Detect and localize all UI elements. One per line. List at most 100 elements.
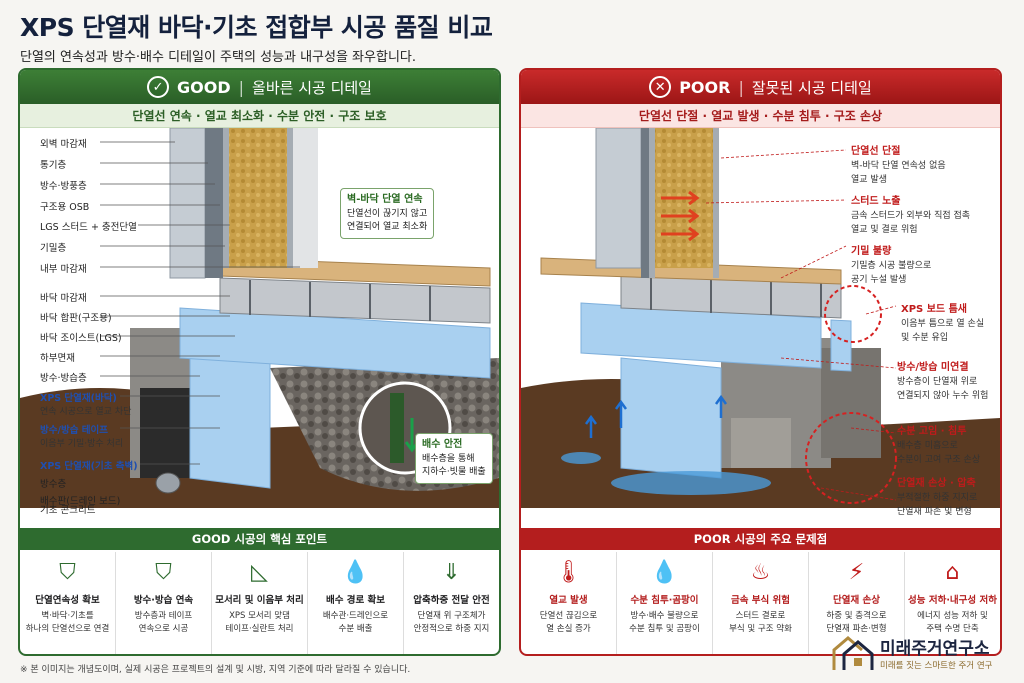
issue-desc: 배수층 미흡으로: [897, 441, 958, 451]
label-tape: 방수/방습 테이프: [40, 425, 108, 436]
good-panel: ✓ GOOD | 올바른 시공 디테일 단열선 연속 · 열교 최소화 · 수분…: [18, 68, 501, 656]
point-title: 압축하중 전달 안전: [413, 595, 490, 606]
stud-insulation: [223, 128, 293, 268]
issue-desc: 및 수분 유입: [901, 333, 949, 343]
issue-title: 단열재 손상 · 압축: [897, 478, 976, 489]
label-xps-side: XPS 단열재(기초 측벽): [40, 461, 138, 472]
issue-desc: 수분이 고여 구조 손상: [897, 455, 981, 465]
issue-desc: 부적절한 하중 지지로: [897, 493, 978, 503]
poor-section-title: POOR 시공의 주요 문제점: [521, 528, 1000, 550]
issue-title: 단열선 단절: [851, 146, 901, 157]
leader-lines: [705, 149, 897, 501]
label-vent-layer: 통기층: [40, 160, 67, 171]
label-weather-barrier: 방수·방풍층: [40, 181, 87, 192]
label-floor-finish: 바닥 마감재: [40, 293, 87, 304]
brand-name: 미래주거연구소: [880, 638, 990, 659]
shield-check-icon: ⛉: [155, 560, 172, 585]
good-cross-section: [20, 128, 499, 508]
brand-tagline: 미래를 짓는 스마트한 주거 연구: [880, 660, 993, 671]
callout-wall-line1: 단열선이 끊기지 않고: [347, 208, 428, 219]
poor-cross-section: [521, 128, 1000, 508]
good-header-title: 올바른 시공 디테일: [252, 78, 372, 97]
label-waterproof: 방수층: [40, 479, 67, 490]
water-puddle: [611, 471, 771, 495]
good-section-title: GOOD 시공의 핵심 포인트: [20, 528, 499, 550]
xps-side-wall: [620, 357, 722, 479]
callout-drain-line2: 지하수·빗물 배출: [422, 466, 486, 477]
label-osb: 구조용 OSB: [40, 202, 90, 213]
label-subfloor: 하부면재: [40, 353, 75, 364]
issue-title: 기밀 불량: [851, 246, 892, 257]
waterproof-membrane: [140, 388, 190, 478]
poor-badge: POOR: [679, 77, 731, 97]
issue-desc: 열교 발생: [851, 175, 887, 185]
page-title: XPS 단열재 바닥·기초 접합부 시공 품질 비교: [20, 13, 493, 42]
issue-desc: 이음부 틈으로 열 손실: [901, 319, 985, 329]
issue-desc: 열교 및 결로 위험: [851, 225, 918, 235]
label-lgs-stud: LGS 스터드 + 충전단열: [40, 222, 137, 233]
load-arrow-icon: ⇓: [442, 560, 461, 585]
issue-title: XPS 보드 틈새: [901, 304, 968, 315]
issue-desc: 방수층이 단열재 위로: [897, 377, 978, 387]
crack-icon: ⚡: [848, 560, 865, 585]
house-icon: ⌂: [945, 560, 960, 585]
brand-logo: 미래주거연구소 미래를 짓는 스마트한 주거 연구: [830, 632, 992, 672]
point-title: 성능 저하·내구성 저하: [908, 595, 997, 606]
point-title: 단열재 손상: [832, 595, 880, 606]
label-exterior-cladding: 외벽 마감재: [40, 139, 87, 150]
gap-highlight: [824, 285, 882, 343]
issue-title: 수분 고임 · 침투: [897, 426, 967, 437]
label-tape-desc: 이음부 기밀·방수 처리: [40, 439, 124, 449]
xps-floor: [179, 307, 491, 379]
point-title: 금속 부식 위험: [730, 595, 791, 606]
issue-title: 방수/방습 미연결: [897, 362, 969, 373]
poor-panel: ✕ POOR | 잘못된 시공 디테일 단열선 단절 · 열교 발생 · 수분 …: [519, 68, 1002, 656]
label-vapor-barrier: 방수·방습층: [40, 373, 87, 384]
label-air-barrier: 기밀층: [40, 243, 67, 254]
exterior-cladding: [595, 128, 642, 269]
callout-wall-title: 벽-바닥 단열 연속: [347, 194, 423, 205]
thermometer-icon: 🌡: [554, 560, 583, 585]
exterior-cladding: [169, 128, 206, 279]
point-title: 배수 경로 확보: [325, 595, 386, 606]
label-plywood: 바닥 합판(구조용): [40, 313, 112, 324]
callout-wall-floor: 벽-바닥 단열 연속 단열선이 끊기지 않고 연결되어 열교 최소화: [340, 188, 435, 239]
page-subtitle: 단열의 연속성과 방수·배수 디테일이 주택의 성능과 내구성을 좌우합니다.: [20, 50, 416, 65]
issue-desc: 연결되지 않아 누수 위험: [897, 391, 989, 401]
heat-loss-arrows: [661, 190, 700, 242]
issue-desc: 기밀층 시공 불량으로: [851, 261, 932, 271]
point-title: 단열연속성 확보: [35, 595, 100, 606]
set-square-icon: ◺: [251, 560, 268, 585]
point-title: 모서리 및 이음부 처리: [215, 595, 304, 606]
header-divider: |: [238, 77, 245, 97]
issue-desc: 벽-바닥 단열 연속성 없음: [851, 161, 946, 171]
interior-finish: [293, 128, 318, 268]
rust-icon: ♨: [750, 560, 771, 585]
callout-drain: 배수 안전 배수층을 통해 지하수·빗물 배출: [415, 433, 493, 484]
exposed-stud: [649, 128, 655, 278]
ventilation-layer: [205, 128, 223, 278]
house-logo-icon: [832, 636, 874, 670]
floor-joist: [219, 277, 491, 324]
check-icon: ✓: [147, 76, 170, 98]
label-xps-floor-desc: 연속 시공으로 열교 차단: [40, 407, 132, 417]
poor-illustration: 단열선 단절 벽-바닥 단열 연속성 없음 열교 발생 스터드 노출 금속 스터…: [521, 128, 1000, 508]
issue-desc: 공기 누설 발생: [851, 275, 907, 285]
